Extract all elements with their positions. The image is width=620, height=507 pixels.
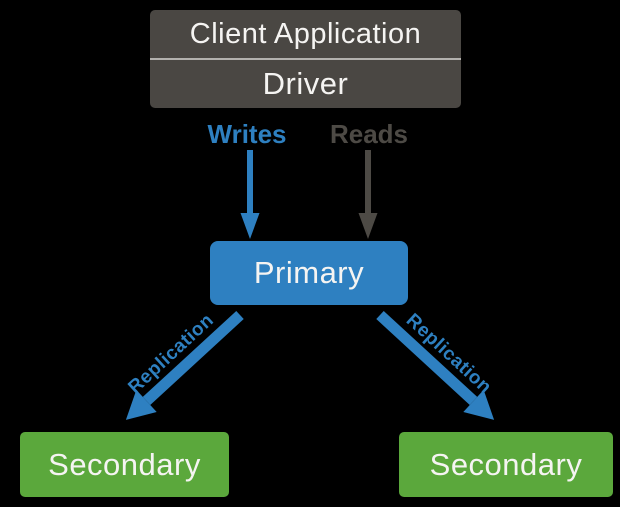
secondary-right-label: Secondary (429, 446, 583, 482)
client-driver-divider (150, 58, 461, 60)
secondary-left-box: Secondary (20, 432, 229, 497)
reads-label: Reads (329, 119, 409, 149)
secondary-left-label: Secondary (48, 446, 201, 482)
replication-left-label: Replication (124, 310, 218, 398)
primary-node-box: Primary (210, 241, 408, 305)
replication-arrow-left-head (125, 389, 157, 420)
writes-label: Writes (207, 119, 287, 149)
driver-label: Driver (262, 66, 349, 101)
secondary-right-box: Secondary (399, 432, 613, 497)
replication-arrow-right (376, 310, 495, 420)
primary-label: Primary (253, 255, 365, 290)
client-application-box: Client Application Driver (150, 10, 461, 108)
replication-arrow-right-head (463, 389, 495, 420)
replication-arrow-right-shaft (376, 310, 478, 406)
replication-arrow-left-shaft (142, 310, 244, 406)
writes-arrow (240, 150, 260, 239)
client-application-label: Client Application (189, 17, 422, 50)
replication-arrow-left (125, 310, 244, 420)
replication-right-label: Replication (402, 310, 496, 398)
reads-arrow (358, 150, 378, 239)
